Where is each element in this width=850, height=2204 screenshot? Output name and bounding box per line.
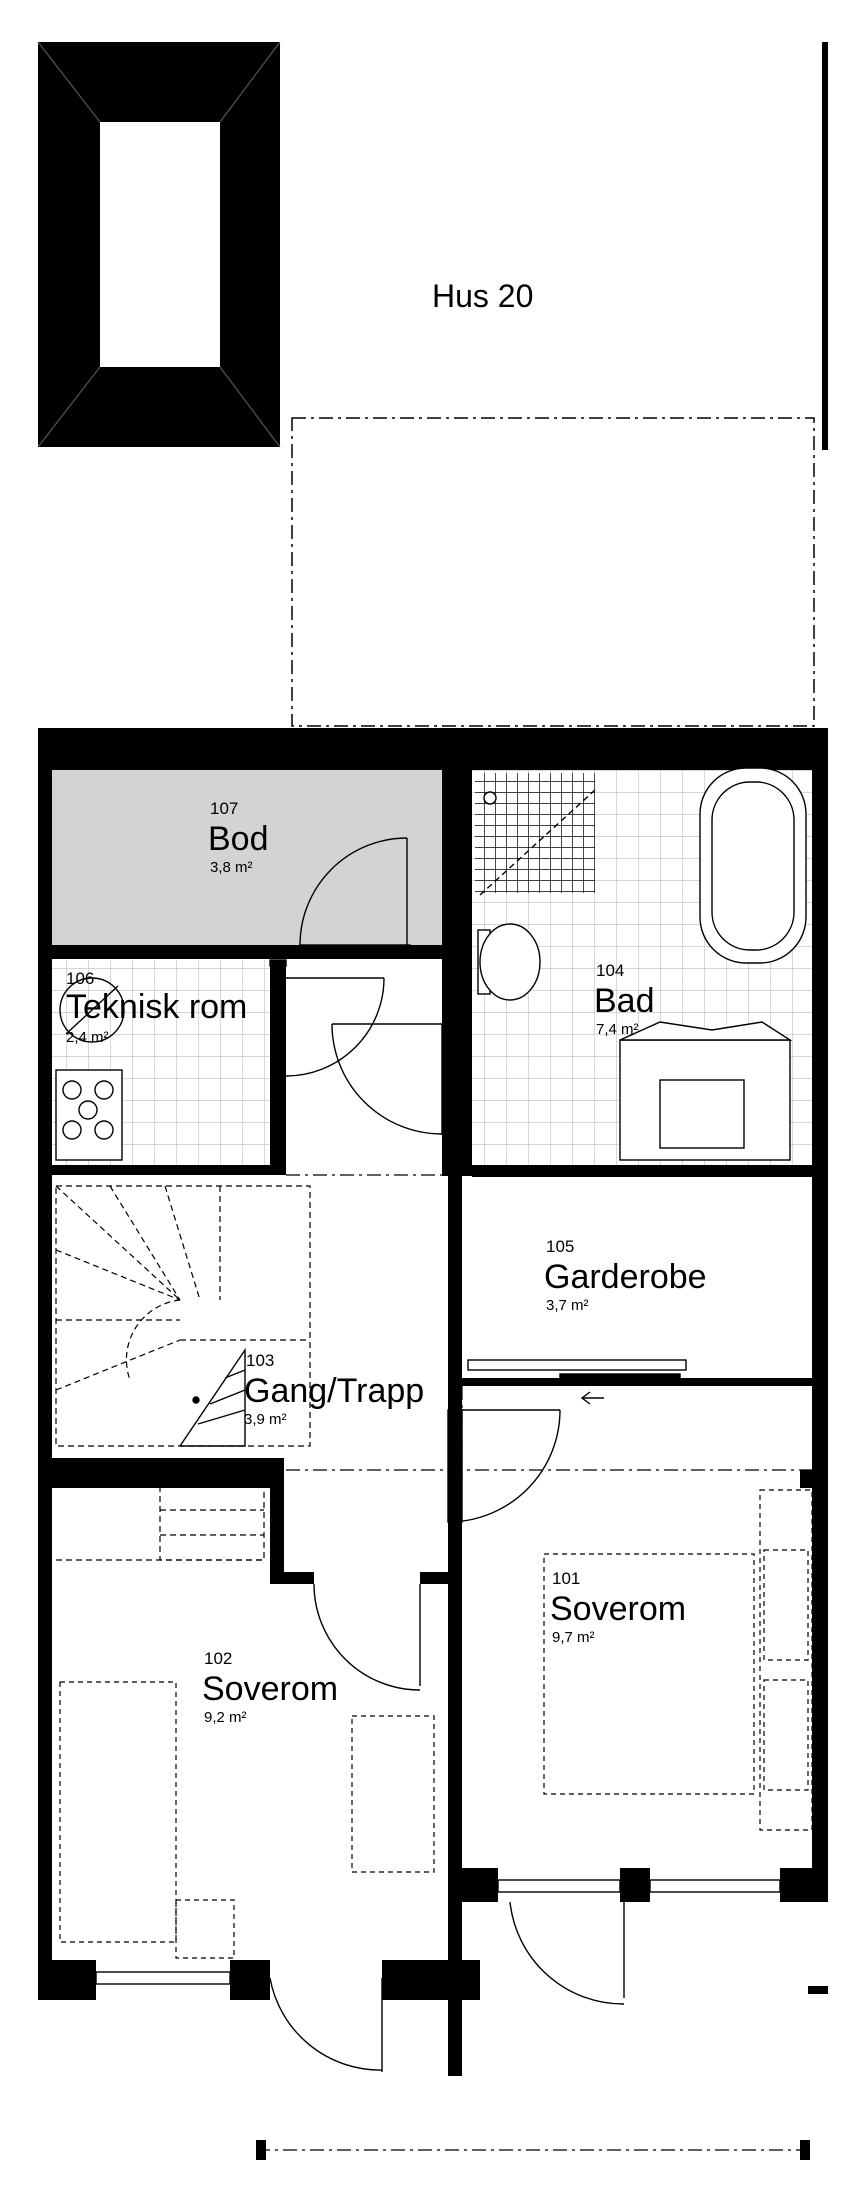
room-102-number: 102 bbox=[204, 1649, 233, 1668]
room-106-number: 106 bbox=[66, 969, 95, 988]
room-105-area: 3,7 m² bbox=[546, 1297, 589, 1314]
bottom-line-ends bbox=[256, 2140, 810, 2160]
room-103-area: 3,9 m² bbox=[244, 1411, 287, 1428]
bed-102 bbox=[59, 1681, 435, 1959]
room-107-area: 3,8 m² bbox=[210, 859, 253, 876]
room-104-area: 7,4 m² bbox=[596, 1021, 639, 1038]
balcony-outline bbox=[291, 417, 815, 727]
room-106-area: 2,4 m² bbox=[66, 1029, 109, 1046]
bed-101 bbox=[543, 1489, 813, 1831]
exterior-trim bbox=[808, 1986, 828, 1994]
room-104-name: Bad bbox=[594, 982, 655, 1020]
walls bbox=[38, 728, 828, 2076]
stairs bbox=[55, 1185, 311, 1561]
stair-flight bbox=[179, 1347, 246, 1447]
guide-lines bbox=[256, 1174, 812, 2151]
room-103-number: 103 bbox=[246, 1351, 275, 1370]
bath-fixtures bbox=[477, 767, 807, 1161]
room-105-name: Garderobe bbox=[544, 1258, 707, 1296]
stove bbox=[55, 977, 125, 1161]
room-107-name: Bod bbox=[208, 820, 269, 858]
room-104-number: 104 bbox=[596, 961, 625, 980]
shower-tiles bbox=[475, 773, 595, 893]
room-102-name: Soverom bbox=[202, 1670, 339, 1708]
room-107-number: 107 bbox=[210, 799, 239, 818]
room-106-name: Teknisk rom bbox=[66, 988, 248, 1026]
boundary-line bbox=[822, 42, 828, 450]
room-103-name: Gang/Trapp bbox=[244, 1372, 425, 1410]
building-title: Hus 20 bbox=[432, 278, 534, 314]
room-101-number: 101 bbox=[552, 1569, 581, 1588]
storage-fill bbox=[52, 770, 442, 945]
windows bbox=[95, 959, 781, 1985]
room-101-name: Soverom bbox=[550, 1590, 687, 1628]
room-105-number: 105 bbox=[546, 1237, 575, 1256]
doors bbox=[269, 837, 687, 2072]
room-102-area: 9,2 m² bbox=[204, 1709, 247, 1726]
room-101-area: 9,7 m² bbox=[552, 1629, 595, 1646]
chimney bbox=[37, 41, 281, 448]
